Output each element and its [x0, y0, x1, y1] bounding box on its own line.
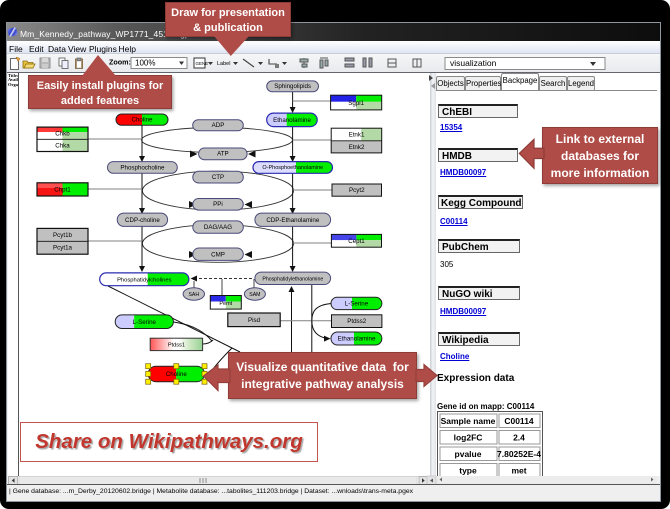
svg-text:Ethanolamine: Ethanolamine — [273, 117, 311, 124]
svg-text:Label: Label — [217, 61, 230, 67]
svg-text:visualization: visualization — [450, 58, 497, 68]
svg-text:CTP: CTP — [212, 174, 224, 181]
svg-text:PPi: PPi — [213, 201, 223, 208]
svg-text:Pisd: Pisd — [248, 317, 261, 324]
svg-text:7.80252E-4: 7.80252E-4 — [497, 449, 541, 459]
svg-text:Cept1: Cept1 — [348, 238, 365, 245]
svg-text:ATP: ATP — [217, 151, 229, 158]
svg-text:Phosphocholine: Phosphocholine — [120, 164, 165, 171]
svg-text:Etnk1: Etnk1 — [349, 131, 365, 138]
svg-text:Phosphatidylcholines: Phosphatidylcholines — [117, 278, 172, 284]
svg-text:Pcyt1a: Pcyt1a — [53, 245, 72, 252]
svg-text:Pcyt2: Pcyt2 — [349, 187, 365, 194]
svg-text:DAG/AAG: DAG/AAG — [204, 224, 232, 231]
svg-text:SAM: SAM — [249, 292, 260, 298]
svg-text:Chka: Chka — [55, 143, 70, 150]
svg-text:C00114: C00114 — [504, 416, 534, 426]
svg-text:100%: 100% — [135, 59, 155, 68]
svg-text:ADP: ADP — [212, 122, 225, 129]
svg-text:Etnk2: Etnk2 — [349, 144, 365, 151]
svg-text:pvalue: pvalue — [455, 449, 482, 459]
svg-text:Chkb: Chkb — [55, 130, 70, 137]
svg-text:Sgpl1: Sgpl1 — [348, 100, 364, 107]
svg-text:Chpt1: Chpt1 — [54, 187, 71, 194]
svg-text:type: type — [459, 466, 477, 476]
svg-text:Choline: Choline — [166, 371, 188, 378]
svg-text:Phosphatidylethanolamine: Phosphatidylethanolamine — [262, 277, 323, 283]
svg-text:CDP-Ethanolamine: CDP-Ethanolamine — [266, 217, 320, 224]
svg-text:met: met — [511, 466, 526, 476]
svg-text:Ethanolamine: Ethanolamine — [338, 336, 376, 343]
svg-text:L-Serine: L-Serine — [345, 300, 369, 307]
svg-text:log2FC: log2FC — [454, 433, 483, 443]
svg-text:SAH: SAH — [188, 292, 199, 298]
svg-text:CDP-choline: CDP-choline — [125, 217, 160, 224]
svg-text:Sphingolipids: Sphingolipids — [274, 83, 311, 90]
svg-text:Ptdss2: Ptdss2 — [347, 318, 366, 325]
svg-text:Sample name: Sample name — [441, 416, 496, 426]
svg-text:Choline: Choline — [132, 117, 154, 124]
svg-text:GENE: GENE — [196, 61, 209, 66]
svg-text:2.4: 2.4 — [513, 433, 525, 443]
svg-text:Pemt: Pemt — [219, 301, 232, 307]
svg-text:L-Serine: L-Serine — [133, 319, 157, 326]
svg-text:O-Phosphoethanolamine: O-Phosphoethanolamine — [262, 165, 323, 171]
svg-text:Ptdss1: Ptdss1 — [168, 342, 185, 348]
svg-text:CMP: CMP — [211, 251, 225, 258]
svg-text:Pcyt1b: Pcyt1b — [53, 232, 72, 239]
svg-text:Zoom:: Zoom: — [109, 58, 131, 67]
